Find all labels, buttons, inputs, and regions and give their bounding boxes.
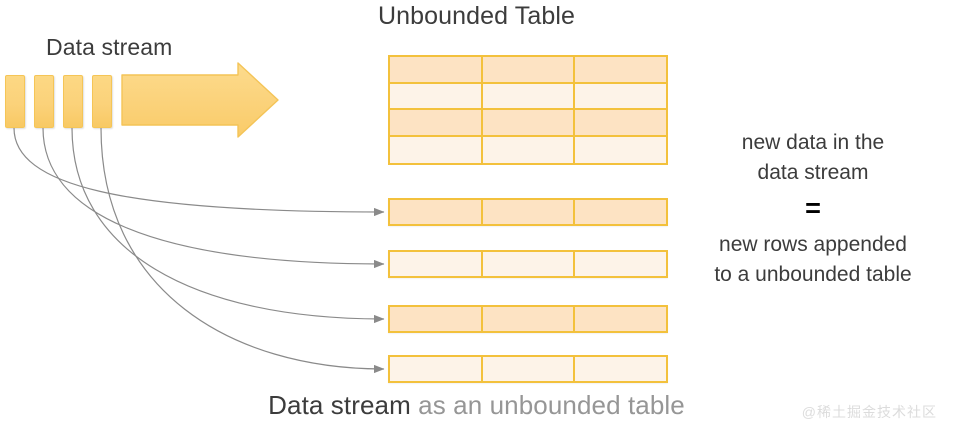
table-cell xyxy=(482,136,576,163)
table-cell xyxy=(390,110,483,137)
table-cell xyxy=(575,307,667,331)
table-cell xyxy=(575,57,667,84)
table-row xyxy=(390,136,667,163)
equation-block: new data in the data stream = new rows a… xyxy=(688,128,938,290)
appended-row-1 xyxy=(388,198,668,226)
table-cell xyxy=(390,83,483,110)
table-cell xyxy=(575,200,667,224)
page-title: Unbounded Table xyxy=(377,2,576,30)
stream-block-4 xyxy=(92,75,112,128)
data-stream-label: Data stream xyxy=(46,34,173,60)
equals-sign: = xyxy=(805,193,821,223)
table-row xyxy=(390,57,667,84)
connector-1 xyxy=(13,127,385,217)
stream-block-2 xyxy=(34,75,54,128)
table-row xyxy=(390,110,667,137)
table-cell xyxy=(390,57,483,84)
table-cell xyxy=(482,110,576,137)
table-cell xyxy=(390,357,483,381)
table-cell xyxy=(575,357,667,381)
table-cell xyxy=(482,357,576,381)
table-cell xyxy=(482,252,576,276)
appended-row-2 xyxy=(388,250,668,278)
watermark: @稀土掘金技术社区 xyxy=(801,404,937,420)
table-cell xyxy=(482,200,576,224)
unbounded-table xyxy=(388,55,668,165)
stream-block-1 xyxy=(5,75,25,128)
appended-row-3 xyxy=(388,305,668,333)
bottom-caption-lead: Data stream xyxy=(268,390,419,420)
connector-4 xyxy=(100,127,385,374)
table-cell xyxy=(575,136,667,163)
table-cell xyxy=(575,252,667,276)
table-cell xyxy=(482,307,576,331)
equation-line-3: new rows appended xyxy=(719,233,907,256)
equation-line-2: data stream xyxy=(757,161,869,184)
connector-2 xyxy=(42,127,385,269)
equation-line-4: to a unbounded table xyxy=(714,263,912,286)
table-cell xyxy=(390,252,483,276)
table-cell xyxy=(482,57,576,84)
table-cell xyxy=(575,83,667,110)
connector-3 xyxy=(71,127,385,324)
table-row xyxy=(390,83,667,110)
equation-line-1: new data in the xyxy=(741,131,885,154)
data-stream-arrow-icon xyxy=(121,62,279,138)
table-cell xyxy=(390,200,483,224)
stream-block-3 xyxy=(63,75,83,128)
table-cell xyxy=(482,83,576,110)
bottom-caption-faded: as an unbounded table xyxy=(418,390,685,420)
appended-row-4 xyxy=(388,355,668,383)
table-cell xyxy=(390,136,483,163)
table-cell xyxy=(390,307,483,331)
bottom-caption: Data stream as an unbounded table xyxy=(0,390,953,421)
table-cell xyxy=(575,110,667,137)
